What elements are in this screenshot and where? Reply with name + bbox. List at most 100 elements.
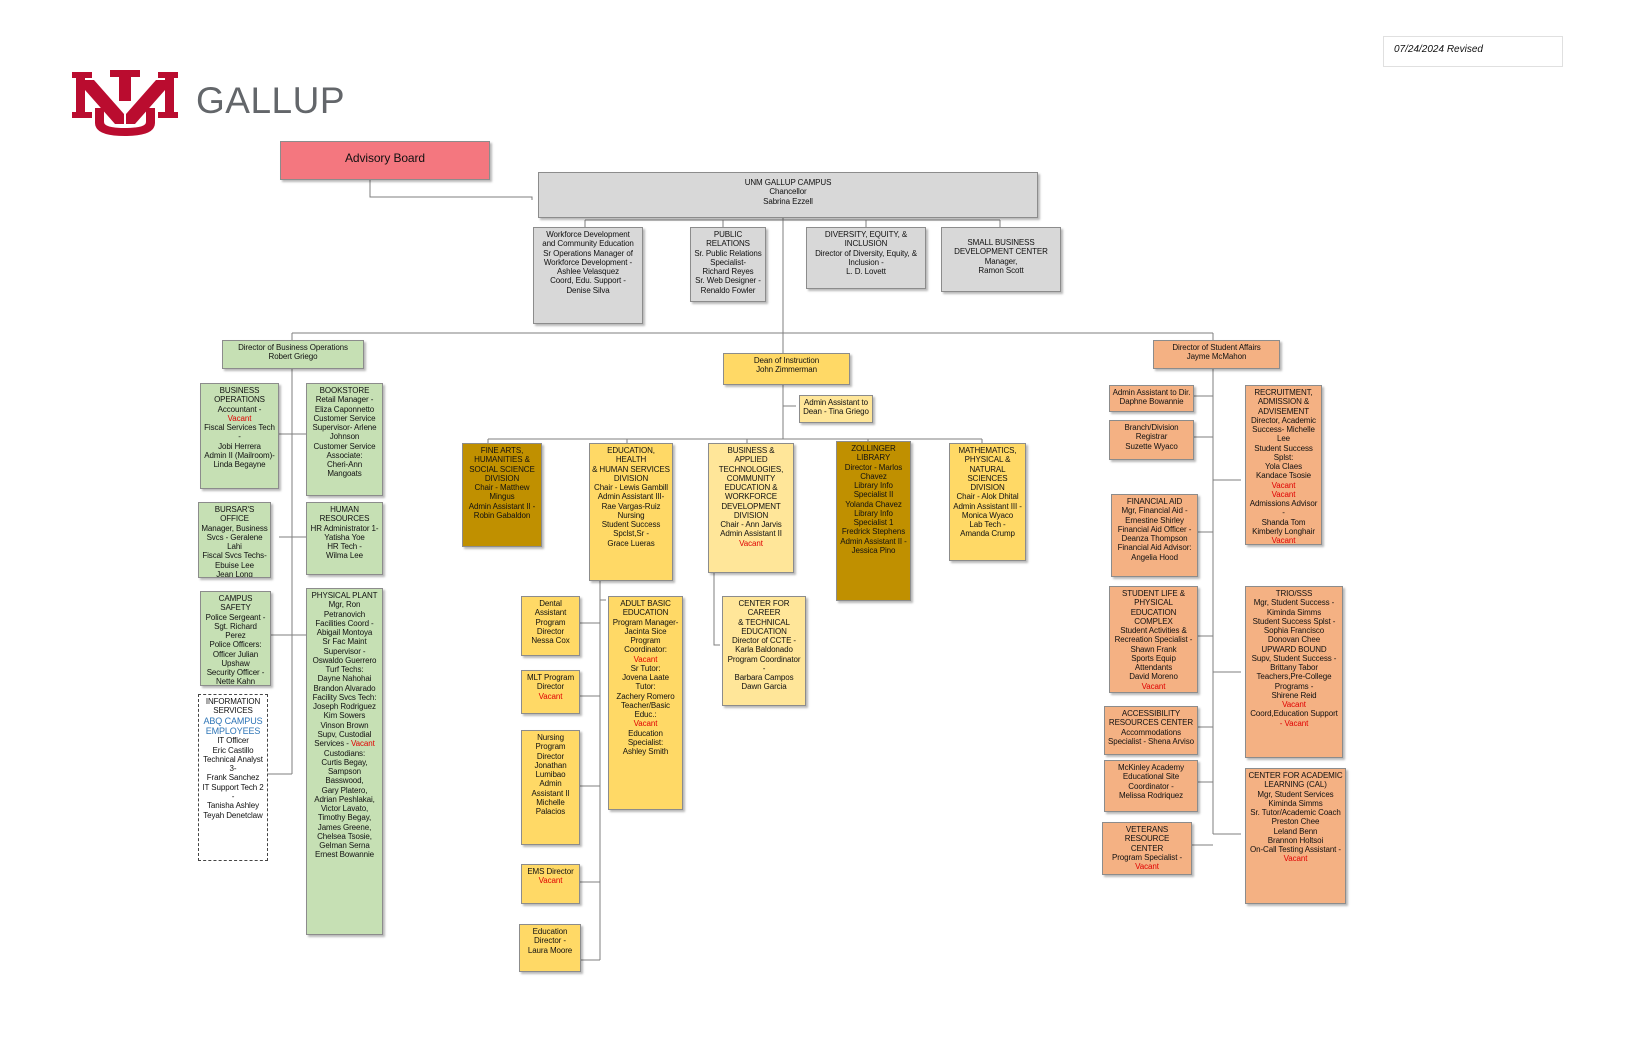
- box-line: Leland Benn: [1273, 826, 1318, 836]
- box-line: Sabrina Ezzell: [763, 196, 813, 206]
- box-line: PHYSICAL &: [964, 455, 1011, 465]
- box-line: Specialist:: [627, 737, 664, 747]
- box-line: HR Administrator 1-: [310, 523, 379, 533]
- box-line: Brandon Alvarado: [313, 683, 376, 693]
- admin-assistant-to-director-box[interactable]: Admin Assistant to Dir.Daphne Bowannie: [1109, 385, 1194, 412]
- box-line: Vacant: [1282, 700, 1306, 710]
- box-line: Supv, Custodial: [317, 729, 372, 739]
- box-line: HUMANITIES &: [474, 455, 530, 465]
- box-line: Sr. Tutor/Academic Coach: [1250, 808, 1341, 818]
- box-line: TECHNOLOGIES,: [718, 464, 784, 474]
- box-line: TRIO/SSS: [1275, 589, 1313, 598]
- box-line: Workforce Development -: [543, 257, 633, 267]
- box-line: Nessa Cox: [531, 636, 570, 646]
- box-line: CENTER FOR CAREER: [738, 599, 790, 618]
- box-line: Manager, Business: [201, 523, 268, 533]
- box-line: Tutor:: [635, 682, 656, 692]
- box-line: Amanda Crump: [960, 529, 1015, 539]
- box-line: Sophia Francisco: [1263, 626, 1325, 636]
- box-line: Eric Castillo: [212, 745, 254, 755]
- box-line: HUMAN: [330, 505, 359, 514]
- box-line: & HUMAN SERVICES: [592, 464, 670, 474]
- box-line: Kimberly Longhair: [1252, 526, 1315, 536]
- box-line: OPERATIONS: [214, 395, 265, 405]
- box-line: Facilities Coord -: [315, 618, 374, 628]
- box-line: Customer Service: [313, 413, 376, 423]
- box-line: Robert Griego: [268, 352, 318, 362]
- box-line: L. D. Lovett: [846, 267, 886, 277]
- box-line: Vinson Brown: [320, 720, 369, 730]
- box-line: Wilma Lee: [326, 551, 363, 561]
- box-line: Director: [536, 626, 565, 636]
- box-line: Sr Operations Manager of: [543, 248, 633, 258]
- box-line: Jobi Herrera: [218, 441, 261, 451]
- box-line: Vacant: [538, 691, 563, 701]
- box-line: Vacant: [1271, 536, 1296, 545]
- box-line: DIVISION: [484, 473, 520, 483]
- box-line: Director - Marlos: [844, 462, 903, 472]
- box-line: CENTER: [1130, 843, 1164, 853]
- box-line: Manager,: [984, 256, 1018, 266]
- box-line: Director of Student Affairs: [1172, 343, 1261, 352]
- box-line: Fredrick Stephens: [841, 527, 906, 537]
- box-line: IT Officer: [217, 736, 249, 746]
- box-line: LIBRARY: [856, 453, 891, 463]
- box-line: Teyah Denetclaw: [203, 810, 263, 820]
- box-line: Yatisha Yoe: [324, 532, 365, 542]
- box-line: Ernest Bowannie: [315, 850, 374, 860]
- box-line: Student Activities &: [1120, 626, 1187, 636]
- box-line: Admissions Advisor -: [1249, 499, 1318, 518]
- box-line: PHYSICAL PLANT: [311, 591, 378, 600]
- box-line: Kiminda Simms: [1266, 607, 1322, 617]
- advisory-board[interactable]: Advisory Board: [280, 141, 490, 180]
- box-line: Lumibao: [535, 770, 566, 780]
- box-line: Chair - Matthew: [474, 483, 530, 493]
- box-line: BURSAR'S OFFICE: [214, 505, 255, 524]
- box-line: - Vacant: [1279, 718, 1309, 728]
- box-line: Shawn Frank: [1130, 644, 1177, 654]
- box-line: DEVELOPMENT CENTER: [954, 247, 1048, 257]
- box-line: Director of CCTE -: [732, 636, 796, 646]
- box-line: Vacant: [739, 538, 763, 548]
- box-line: Laura Moore: [527, 945, 573, 955]
- box-line: Advisory Board: [345, 151, 425, 165]
